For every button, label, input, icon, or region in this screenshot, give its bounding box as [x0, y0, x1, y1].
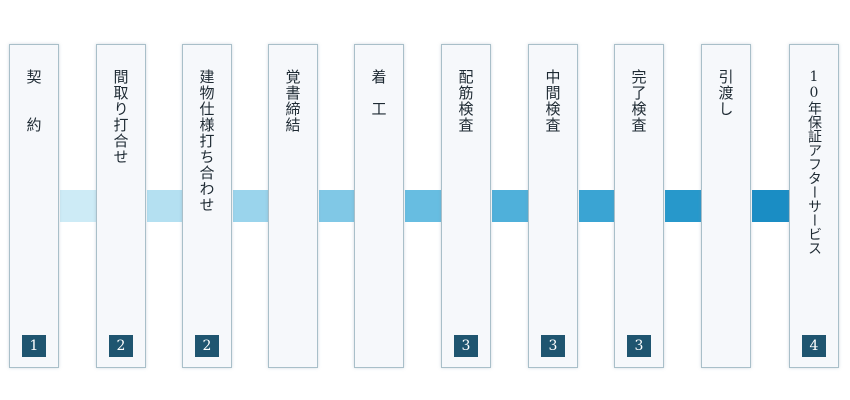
step-floorplan-meeting: 間取り打合せ 2 — [96, 44, 146, 368]
step-warranty-aftercare: 10年保証アフターサービス 4 — [789, 44, 839, 368]
connector-2 — [147, 190, 182, 222]
step-number-badge: 3 — [541, 335, 565, 357]
connector-5 — [405, 190, 441, 222]
step-midterm-inspection: 中間検査 3 — [528, 44, 578, 368]
step-number-badge: 3 — [627, 335, 651, 357]
connector-1 — [60, 190, 96, 222]
connector-6 — [492, 190, 528, 222]
step-label: 着 工 — [369, 69, 388, 117]
step-label: 配筋検査 — [456, 69, 475, 133]
step-memorandum: 覚書締結 — [268, 44, 318, 368]
step-number-badge: 2 — [195, 335, 219, 357]
connector-9 — [752, 190, 789, 222]
step-spec-meeting: 建物仕様打ち合わせ 2 — [182, 44, 232, 368]
step-label: 引渡し — [716, 69, 735, 117]
connector-3 — [233, 190, 268, 222]
step-number-badge: 4 — [802, 335, 826, 357]
step-label: 中間検査 — [543, 69, 562, 133]
step-number-badge: 3 — [454, 335, 478, 357]
step-handover: 引渡し — [701, 44, 751, 368]
step-contract: 契 約 1 — [9, 44, 59, 368]
step-rebar-inspection: 配筋検査 3 — [441, 44, 491, 368]
connector-8 — [665, 190, 701, 222]
step-label: 契 約 — [24, 69, 43, 133]
step-label: 完了検査 — [629, 69, 648, 133]
connector-7 — [579, 190, 614, 222]
step-label: 覚書締結 — [283, 69, 302, 133]
step-label: 建物仕様打ち合わせ — [197, 69, 216, 213]
step-completion-inspection: 完了検査 3 — [614, 44, 664, 368]
connector-4 — [319, 190, 354, 222]
step-label: 10年保証アフターサービス — [806, 69, 822, 255]
step-construction-start: 着 工 — [354, 44, 404, 368]
step-number-badge: 1 — [22, 335, 46, 357]
step-label: 間取り打合せ — [111, 69, 130, 165]
step-number-badge: 2 — [109, 335, 133, 357]
